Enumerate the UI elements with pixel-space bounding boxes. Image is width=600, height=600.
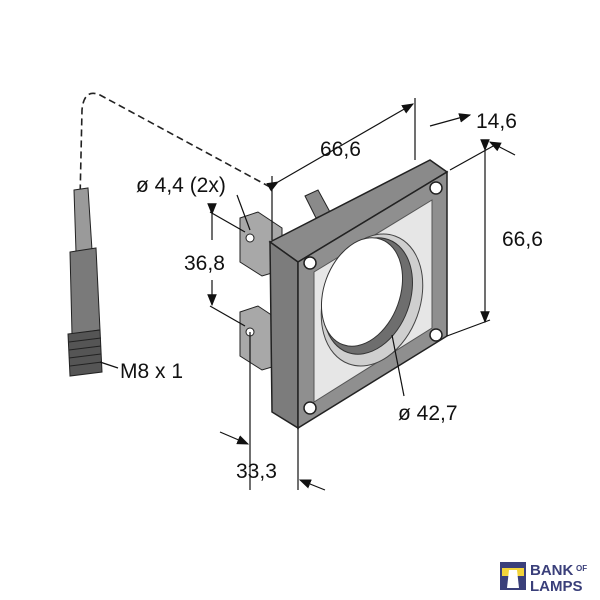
cable: [79, 92, 271, 201]
bank-of-lamps-logo: BANK OF LAMPS: [500, 562, 587, 595]
dim-width-top: 66,6: [320, 138, 361, 161]
dim-hole-diameter: ø 4,4 (2x): [136, 174, 226, 197]
dim-hole-spacing: 36,8: [184, 252, 225, 275]
m8-connector: [67, 187, 103, 377]
logo-of: OF: [576, 564, 587, 573]
logo-line1: BANK: [530, 562, 573, 579]
dim-connector: M8 x 1: [120, 360, 183, 383]
dim-depth: 14,6: [476, 110, 517, 133]
dim-bracket-offset: 33,3: [236, 460, 277, 483]
dimension-lines: [207, 98, 516, 491]
dim-ring-diameter: ø 42,7: [398, 402, 458, 425]
logo-line2: LAMPS: [530, 578, 583, 595]
dim-height-right: 66,6: [502, 228, 543, 251]
sensor-frame: [268, 159, 449, 430]
